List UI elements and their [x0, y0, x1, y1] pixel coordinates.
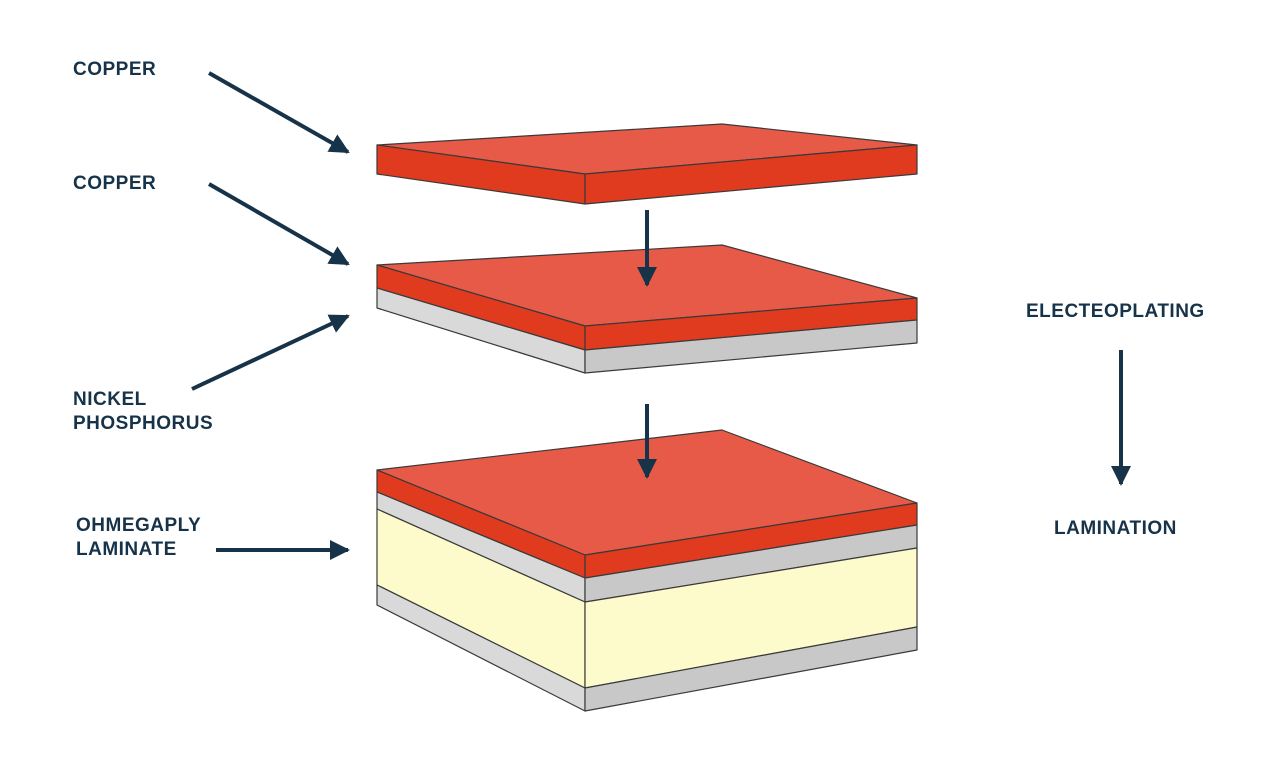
- copper-middle-label: COPPER: [73, 173, 157, 194]
- process-step-lamination: LAMINATION: [1054, 518, 1177, 539]
- laminated-bottom-right: [584, 626, 918, 712]
- copper-middle-pointer-arrow: [208, 182, 350, 266]
- nickel-phosphorus-label-line1: NICKEL: [73, 389, 147, 410]
- process-step-electroplating: ELECTEOPLATING: [1026, 301, 1205, 322]
- copper-nickel-nickel-right: [584, 319, 918, 374]
- nickel-pointer-arrow: [191, 314, 350, 391]
- laminate-label-line2: LAMINATE: [76, 539, 177, 560]
- copper-foil-right-side: [584, 144, 918, 205]
- laminate-label-line1: OHMEGAPLY: [76, 515, 202, 536]
- copper-foil-slab: [376, 123, 918, 205]
- nickel-phosphorus-label-line2: PHOSPHORUS: [73, 413, 214, 434]
- laminated-stack-slab: [376, 429, 918, 712]
- copper-top-label: COPPER: [73, 59, 157, 80]
- copper-top-pointer-arrow: [208, 71, 350, 154]
